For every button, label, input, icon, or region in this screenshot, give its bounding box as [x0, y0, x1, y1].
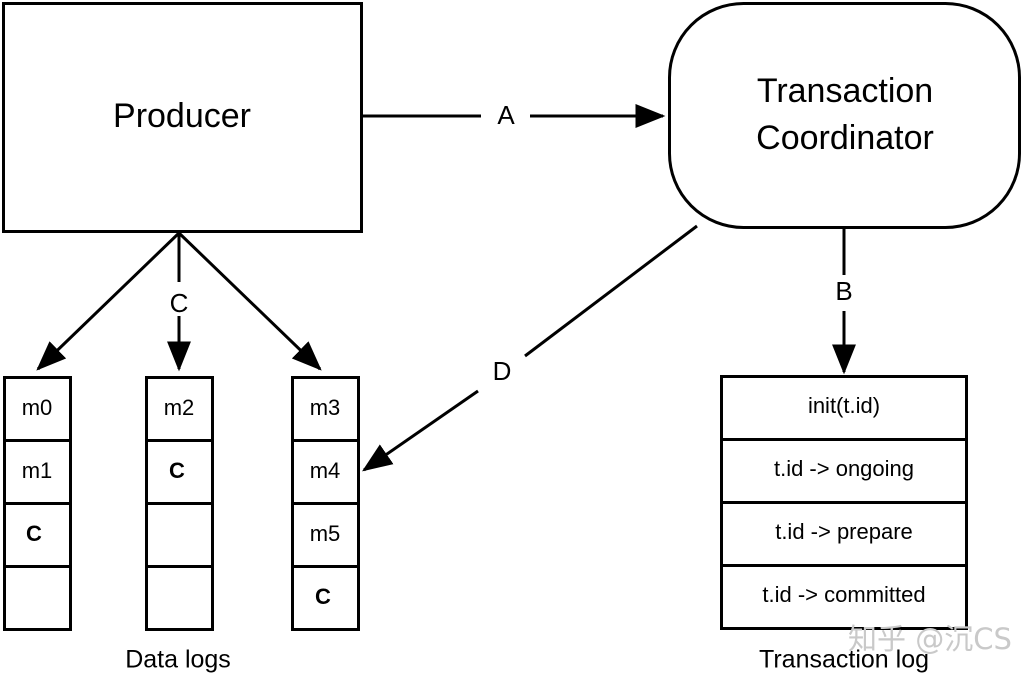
transaction-log-row-3-box	[720, 564, 968, 630]
data-log-1-cell-1-label: m1	[22, 458, 53, 483]
data-log-1-cell-0-box	[3, 376, 72, 442]
data-log-3-cell-0-box	[291, 376, 360, 442]
producer-node[interactable]: Producer	[2, 2, 363, 233]
edge-d-segment-upper	[524, 224, 698, 358]
edge-b: B	[832, 228, 856, 375]
data-log-1-cell-2-commit-marker: C	[26, 521, 42, 546]
edge-a: A	[362, 100, 666, 130]
transaction-log-group[interactable]: init(t.id) t.id -> ongoing t.id -> prepa…	[720, 375, 968, 674]
data-log-3-cell-2-label: m5	[310, 521, 341, 546]
transaction-coordinator-box	[668, 2, 1021, 229]
data-log-2-cell-3-box	[145, 565, 214, 631]
producer-box	[2, 2, 363, 233]
transaction-log-caption: Transaction log	[759, 646, 929, 674]
data-log-3-cell-1-label: m4	[310, 458, 341, 483]
transaction-log-row-0-label: init(t.id)	[808, 393, 880, 418]
data-log-3-cell-1-box	[291, 439, 360, 505]
transaction-coordinator-label-line2: Coordinator	[756, 119, 934, 157]
watermark-label: 知乎 @沉CS	[848, 622, 1012, 656]
transaction-log-row-1-box	[720, 438, 968, 504]
transaction-log-row-1-label: t.id -> ongoing	[774, 456, 914, 481]
transaction-log-row-3-label: t.id -> committed	[762, 582, 925, 607]
edge-a-label: A	[497, 100, 515, 130]
data-log-1[interactable]: m0 m1 C	[3, 376, 72, 631]
transaction-coordinator-label-line1: Transaction	[757, 72, 933, 110]
edge-c-branch-left	[36, 231, 181, 371]
data-log-2-cell-1-box	[145, 439, 214, 505]
data-log-2-cell-2-box	[145, 502, 214, 568]
edge-d-label: D	[493, 356, 512, 386]
data-log-3-cell-0-label: m3	[310, 395, 341, 420]
data-log-2-cell-1-commit-marker: C	[169, 458, 185, 483]
data-log-2-cell-0-label: m2	[164, 395, 195, 420]
data-log-2-cell-0-box	[145, 376, 214, 442]
data-log-3[interactable]: m3 m4 m5 C	[291, 376, 360, 631]
data-logs-caption: Data logs	[125, 646, 231, 674]
data-log-3-cell-3-commit-marker: C	[315, 584, 331, 609]
transaction-coordinator-node[interactable]: Transaction Coordinator	[668, 2, 1021, 229]
data-log-1-cell-0-label: m0	[22, 395, 53, 420]
edge-c-label: C	[170, 288, 189, 318]
data-log-1-cell-1-box	[3, 439, 72, 505]
data-log-2[interactable]: m2 C	[145, 376, 214, 631]
transaction-log-row-2-label: t.id -> prepare	[775, 519, 913, 544]
edge-c-branch-right	[177, 231, 322, 371]
data-logs-group: m0 m1 C m2 C	[3, 376, 360, 674]
edge-c: C	[36, 231, 322, 372]
edge-d-segment-lower	[362, 389, 479, 472]
data-log-3-cell-3-box	[291, 565, 360, 631]
producer-label: Producer	[113, 97, 251, 135]
data-log-1-cell-3-box	[3, 565, 72, 631]
edge-b-label: B	[835, 276, 852, 306]
edge-d: D	[362, 224, 698, 472]
